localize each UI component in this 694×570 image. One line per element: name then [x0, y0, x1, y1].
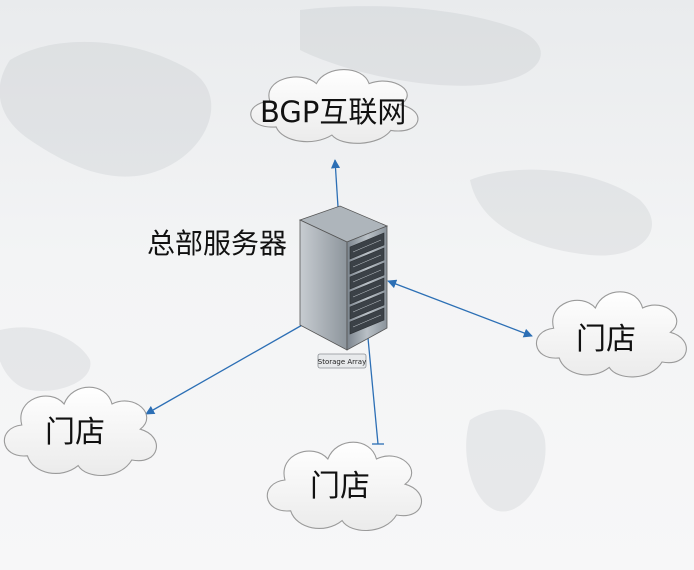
store-left-label: 门店	[45, 415, 105, 450]
link-hq-store-right	[387, 279, 533, 338]
background-map-texture	[0, 6, 652, 512]
store-bottom-label: 门店	[310, 469, 370, 504]
store-right-label: 门店	[576, 322, 636, 357]
link-hq-store-left	[145, 315, 319, 415]
server-rack-icon	[298, 205, 389, 351]
cloud-store-bottom	[267, 442, 421, 530]
link-hq-store-bottom	[367, 337, 379, 445]
cloud-store-left	[4, 387, 156, 475]
rack-slot-highlights	[352, 239, 382, 328]
internet-cloud-label: BGP互联网	[260, 95, 407, 129]
storage-array-tag: Storage Array	[317, 353, 367, 369]
storage-array-tag-text: Storage Array	[318, 358, 366, 366]
cloud-internet	[251, 70, 418, 144]
cloud-store-right	[536, 292, 686, 377]
link-hq-to-internet	[330, 159, 341, 208]
hq-server-label: 总部服务器	[147, 227, 288, 260]
